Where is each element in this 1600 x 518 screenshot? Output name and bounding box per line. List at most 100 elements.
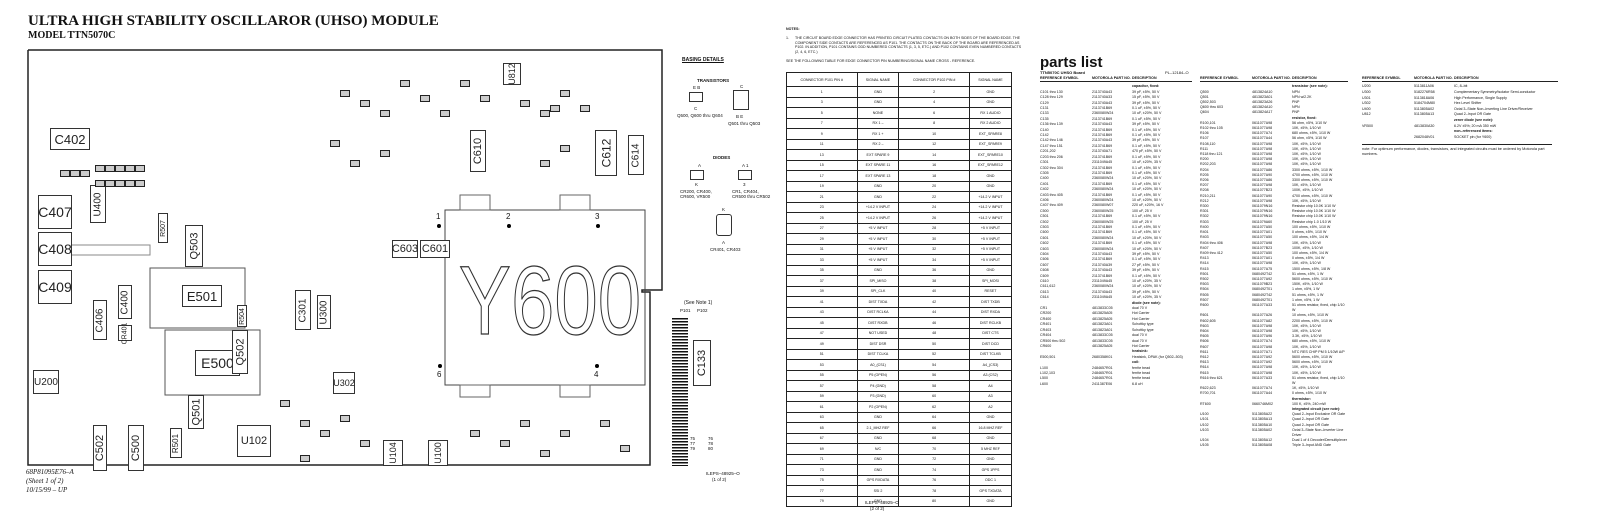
- description: 10K, ±5%, 1/10 W: [1292, 162, 1321, 167]
- header-cell: REFERENCE SYMBOL: [1362, 76, 1401, 80]
- parts-list-row: resistor, fixed:: [1200, 116, 1348, 121]
- part-number: 2113741B69: [1092, 116, 1113, 121]
- p101-signal: NOT USED: [856, 327, 900, 339]
- p102-signal: +14.2 V INPUT: [968, 212, 1013, 224]
- p102-pin: 48: [898, 327, 970, 339]
- description: Hot Carrier: [1132, 316, 1150, 321]
- reference-symbol: C606: [1040, 257, 1049, 262]
- p101-signal: EXT SPARE 9: [856, 149, 900, 161]
- part-number: 2113740A71: [1092, 149, 1113, 154]
- reference-symbol: U200: [1362, 84, 1371, 89]
- reference-symbol: L102,103: [1040, 370, 1055, 375]
- reference-symbol: C502: [1040, 219, 1049, 224]
- smd-pad: [470, 430, 480, 437]
- description: 10 uF, ±20%, 50 V: [1132, 187, 1162, 192]
- component-c133: C133: [693, 340, 711, 386]
- reference-symbol: CR600: [1040, 343, 1052, 348]
- reference-symbol: U301: [1362, 95, 1371, 100]
- pin-dot: [507, 224, 511, 228]
- reference-symbol: C607: [1040, 262, 1049, 267]
- part-number: 4813825A05: [1092, 311, 1113, 316]
- pin-label-2: 2: [506, 212, 511, 221]
- parts-list-id: PL–12184–O: [1165, 70, 1189, 75]
- p101-pin: 13: [786, 149, 858, 161]
- p101-pin: 37: [786, 275, 858, 287]
- p101-signal: DIST RCLKA: [856, 306, 900, 318]
- description: zener diode (see note):: [1454, 117, 1494, 122]
- reference-symbol: R613: [1200, 360, 1209, 365]
- smd-pad: [135, 165, 145, 172]
- part-number: 0611077A92: [1252, 276, 1273, 281]
- p101-pin: 51: [786, 348, 858, 360]
- part-number: 4813833C05: [1092, 338, 1113, 343]
- smd-pad: [125, 165, 135, 172]
- note-text: THE CIRCUIT BOARD EDGE CONNECTOR HAS PRI…: [795, 36, 1022, 54]
- doc-number: 68P81095E76–A: [26, 468, 74, 476]
- component-label: C301: [297, 298, 309, 322]
- part-number: 4813824A10: [1252, 105, 1273, 110]
- part-number: 2113741B69: [1092, 127, 1113, 132]
- part-number: 5113805A13: [1252, 417, 1273, 422]
- pin-dot: [437, 224, 441, 228]
- header-signal-name: SIGNAL NAME: [968, 72, 1013, 87]
- description: 10K, ±5%, 1/10 W: [1292, 152, 1321, 157]
- description: 51 ohms, ±5%, 1 W: [1292, 271, 1324, 276]
- description: Octal 3–State Non–Inverting Line Driver/…: [1454, 106, 1533, 111]
- component-c500: C500: [128, 425, 144, 471]
- d1-label: CR200, CR400, CR600, VR500: [680, 189, 712, 199]
- component-u300: U300: [317, 295, 331, 329]
- p102-pin: 80: [898, 495, 970, 507]
- p101-pin: 35: [786, 264, 858, 276]
- smd-pad: [350, 160, 360, 167]
- description: 3300 ohms, ±5%, 1/10 W: [1292, 167, 1333, 172]
- part-number: 2680358K01: [1092, 354, 1113, 359]
- description: transistor (see note):: [1292, 84, 1328, 89]
- page-title: ULTRA HIGH STABILITY OSCILLAROR (UHSO) M…: [28, 13, 439, 29]
- description: 10K, ±5%, 1/10 W: [1292, 198, 1321, 203]
- parts-list-row: diode (see note):: [1040, 301, 1192, 306]
- part-number: 0611077A26: [1252, 313, 1273, 318]
- component-label: U102: [240, 435, 268, 447]
- p102-signal: A2: [968, 401, 1013, 413]
- description: IC, 8–bit: [1454, 84, 1468, 89]
- p102-signal: GPS 1PPS: [968, 464, 1013, 476]
- reference-symbol: R505: [1200, 292, 1209, 297]
- part-number: 0611077A33: [1252, 375, 1273, 380]
- reference-symbol: C501: [1040, 214, 1049, 219]
- pin-label-6: 6: [437, 370, 442, 379]
- part-number: 4813833C05: [1092, 333, 1113, 338]
- component-label: E501: [186, 288, 218, 304]
- part-number: 5113805A02: [1252, 427, 1273, 432]
- p101-pin: 55: [786, 369, 858, 381]
- d3-top: K: [722, 207, 726, 212]
- p101-pin: 11: [786, 138, 858, 150]
- pin-label-4: 4: [594, 370, 599, 379]
- part-number: 0611077A33: [1252, 302, 1273, 307]
- p101-pin: 9: [786, 128, 858, 140]
- transistor-icon: [733, 90, 749, 110]
- description: Quad 2–Input OR Gate: [1292, 422, 1329, 427]
- description: 10 uF, ±20%, 35 V: [1132, 295, 1162, 300]
- part-number: 5182276R58: [1414, 90, 1435, 94]
- part-number: 2360080W07: [1092, 203, 1114, 208]
- description: 100 uF, 25 V: [1132, 208, 1153, 213]
- p101-signal: P3 (GND): [856, 390, 900, 402]
